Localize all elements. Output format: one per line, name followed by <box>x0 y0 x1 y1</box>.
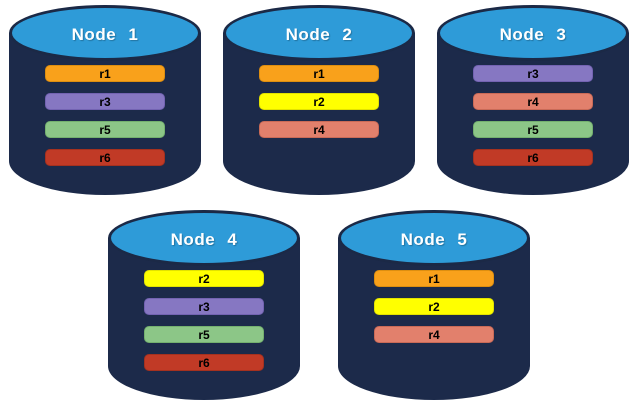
node-label: Node 5 <box>400 230 468 249</box>
node-4-bar-r2: r2 <box>144 270 264 287</box>
node-1-bar-r5: r5 <box>45 121 165 138</box>
node-5-bar-r2: r2 <box>374 298 494 315</box>
cylinder-top-ellipse: Node 4 <box>108 210 300 266</box>
node-1-bar-r3: r3 <box>45 93 165 110</box>
node-2-bar-r2: r2 <box>259 93 379 110</box>
cylinder-top-ellipse: Node 3 <box>437 5 629 61</box>
node-2-bar-r1: r1 <box>259 65 379 82</box>
node-2-bar-r4: r4 <box>259 121 379 138</box>
node-3-bar-r3: r3 <box>473 65 593 82</box>
node-3-cylinder: Node 3 r3 r4 r5 r6 <box>437 5 629 195</box>
node-3-bar-r5: r5 <box>473 121 593 138</box>
node-5-bar-r1: r1 <box>374 270 494 287</box>
node-1-bar-r6: r6 <box>45 149 165 166</box>
node-5-cylinder: Node 5 r1 r2 r4 <box>338 210 530 400</box>
node-1-cylinder: Node 1 r1 r3 r5 r6 <box>9 5 201 195</box>
node-5-bar-r4: r4 <box>374 326 494 343</box>
bars: r2 r3 r5 r6 <box>108 270 300 371</box>
cylinder-top-ellipse: Node 1 <box>9 5 201 61</box>
node-4-bar-r6: r6 <box>144 354 264 371</box>
node-3-bar-r6: r6 <box>473 149 593 166</box>
node-label: Node 4 <box>170 230 238 249</box>
node-4-cylinder: Node 4 r2 r3 r5 r6 <box>108 210 300 400</box>
cylinder-top-ellipse: Node 2 <box>223 5 415 61</box>
node-label: Node 1 <box>71 25 139 44</box>
node-3-bar-r4: r4 <box>473 93 593 110</box>
bars: r3 r4 r5 r6 <box>437 65 629 166</box>
node-4-bar-r3: r3 <box>144 298 264 315</box>
node-1-bar-r1: r1 <box>45 65 165 82</box>
node-2-cylinder: Node 2 r1 r2 r4 <box>223 5 415 195</box>
node-label: Node 2 <box>285 25 353 44</box>
node-label: Node 3 <box>499 25 567 44</box>
bars: r1 r2 r4 <box>338 270 530 343</box>
bars: r1 r2 r4 <box>223 65 415 138</box>
node-4-bar-r5: r5 <box>144 326 264 343</box>
cylinder-top-ellipse: Node 5 <box>338 210 530 266</box>
bars: r1 r3 r5 r6 <box>9 65 201 166</box>
bottom-row: Node 4 r2 r3 r5 r6 Node 5 r1 r2 r4 <box>0 210 638 400</box>
